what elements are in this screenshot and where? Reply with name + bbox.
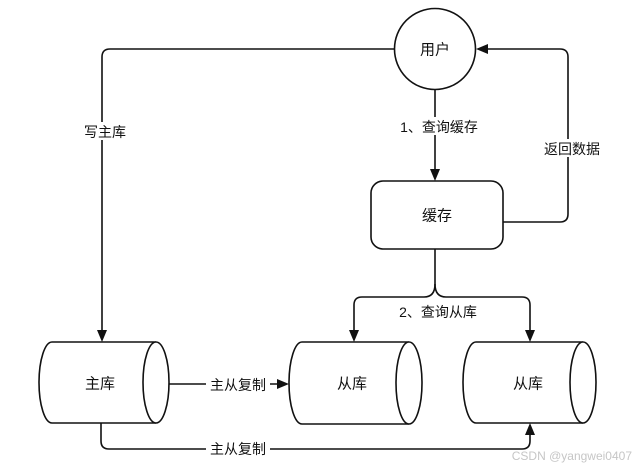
slave-db-2-label: 从库 xyxy=(513,376,543,393)
edge-query-slave xyxy=(349,249,535,342)
user-node-label: 用户 xyxy=(420,42,450,59)
svg-text:主从复制: 主从复制 xyxy=(210,377,266,393)
svg-text:1、查询缓存: 1、查询缓存 xyxy=(400,119,478,135)
label-return-data: 返回数据 xyxy=(541,139,604,157)
cache-node: 缓存 xyxy=(370,180,504,250)
slave-db-1-label: 从库 xyxy=(337,376,367,393)
label-query-cache: 1、查询缓存 xyxy=(392,117,484,135)
user-node: 用户 xyxy=(393,7,477,91)
master-db-label: 主库 xyxy=(85,376,115,393)
label-query-slave: 2、查询从库 xyxy=(392,302,484,320)
label-replication-2: 主从复制 xyxy=(206,440,270,457)
cache-node-label: 缓存 xyxy=(422,208,452,225)
edge-return-data xyxy=(476,44,569,223)
edge-write-master xyxy=(97,48,394,342)
slave-db-2-node: 从库 xyxy=(462,341,597,424)
watermark: CSDN @yangwei0407 xyxy=(512,449,633,463)
svg-text:2、查询从库: 2、查询从库 xyxy=(399,304,477,320)
svg-text:写主库: 写主库 xyxy=(84,124,126,140)
master-db-node: 主库 xyxy=(38,341,170,424)
label-replication-1: 主从复制 xyxy=(206,376,270,393)
svg-text:主从复制: 主从复制 xyxy=(210,441,266,457)
label-write-master: 写主库 xyxy=(80,122,129,140)
slave-db-1-node: 从库 xyxy=(288,341,423,425)
edge-replication-2 xyxy=(100,423,535,450)
svg-text:返回数据: 返回数据 xyxy=(544,141,600,157)
